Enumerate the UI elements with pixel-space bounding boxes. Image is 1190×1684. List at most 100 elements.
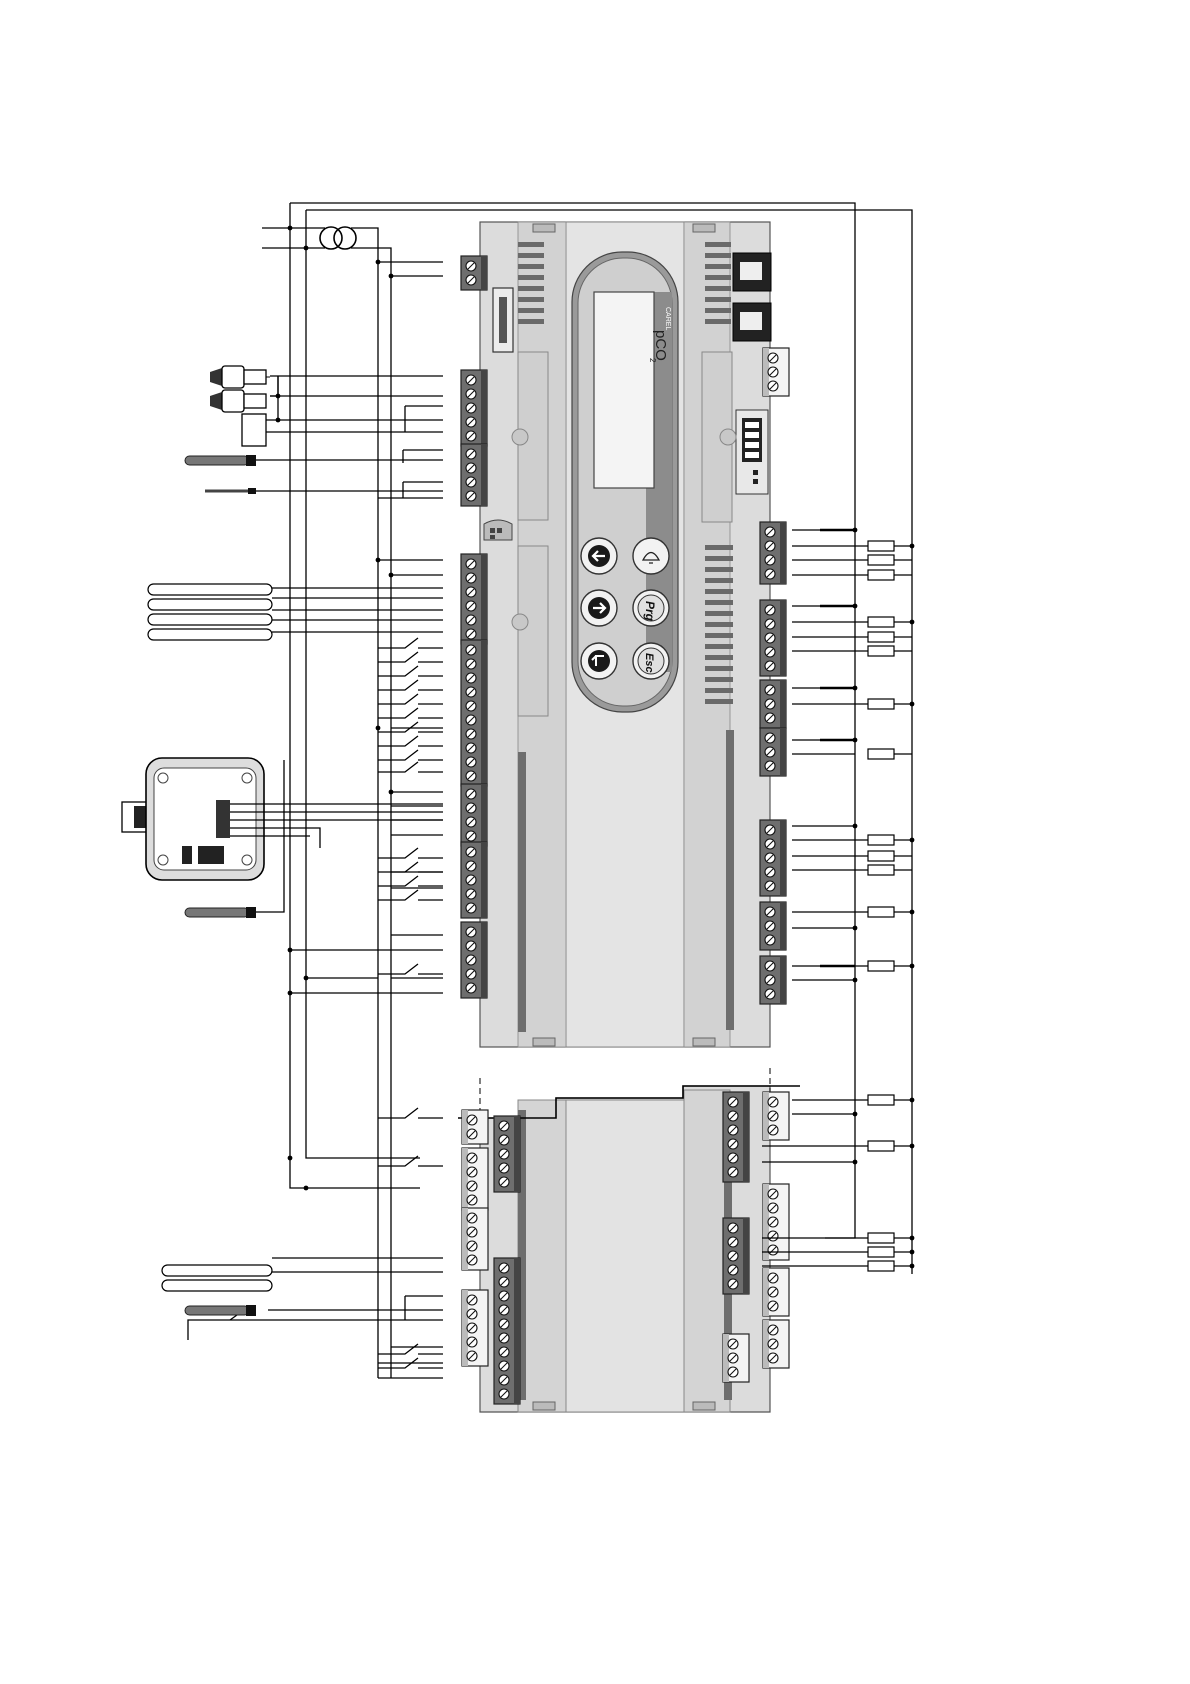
terminal-block	[763, 1092, 789, 1140]
junction-dot	[853, 926, 858, 931]
terminal-block	[723, 1092, 749, 1182]
load-resistor-icon	[868, 907, 894, 917]
junction-dot	[853, 528, 858, 533]
switch-contact-icon	[378, 694, 443, 704]
load-resistor-icon	[868, 1095, 894, 1105]
junction-dot	[910, 1250, 915, 1255]
terminal-block	[462, 1110, 488, 1144]
pressure-transducers	[210, 366, 278, 446]
switch-contact-icon	[378, 750, 443, 760]
terminal-block	[760, 956, 786, 1004]
junction-dot	[389, 573, 394, 578]
alarm-key[interactable]	[633, 538, 669, 574]
switch-contact-icon	[378, 666, 443, 676]
junction-dot	[853, 824, 858, 829]
terminal-block	[461, 444, 487, 506]
load-resistor-icon	[868, 1141, 894, 1151]
load-resistor-icon	[868, 699, 894, 709]
pressure-transducer-1-icon	[210, 366, 270, 388]
humidity-sensors	[148, 584, 272, 1291]
sensor-rod-6-icon	[162, 1280, 272, 1291]
terminal-block	[461, 370, 487, 446]
junction-dot	[288, 226, 293, 231]
terminal-block	[763, 1268, 789, 1316]
switch-contact-icon	[378, 680, 443, 690]
junction-dot	[304, 1186, 309, 1191]
junction-dot	[853, 978, 858, 983]
terminal-block	[462, 1148, 488, 1210]
terminal-block	[723, 1334, 749, 1382]
junction-dot	[853, 1160, 858, 1165]
product-superscript: 2	[648, 358, 657, 363]
junction-dot	[910, 544, 915, 549]
left-arrow-key[interactable]	[581, 538, 617, 574]
terminal-block	[461, 256, 487, 290]
dip-switch	[736, 410, 768, 494]
prg-key[interactable]: Prg	[633, 590, 669, 626]
junction-dot	[910, 1144, 915, 1149]
switch-contact-icon	[378, 862, 443, 872]
temperature-probe-1-icon	[185, 455, 256, 466]
load-resistor-icon	[868, 835, 894, 845]
lcd-display	[594, 292, 654, 488]
junction-dot	[276, 394, 281, 399]
switch-contact-icon	[378, 876, 443, 886]
load-resistor-icon	[868, 1247, 894, 1257]
terminal-block	[763, 1320, 789, 1368]
junction-dot	[853, 686, 858, 691]
esc-key[interactable]: Esc	[633, 643, 669, 679]
temperature-probe-4-icon	[185, 1305, 256, 1316]
load-resistor-icon	[868, 555, 894, 565]
prg-key-label: Prg	[643, 601, 657, 622]
load-resistor-icon	[868, 851, 894, 861]
terminal-block	[461, 784, 487, 846]
terminal-block	[461, 640, 487, 786]
junction-dot	[389, 274, 394, 279]
pressure-transducer-2-icon	[210, 390, 266, 412]
bold-output-wires	[820, 530, 855, 966]
switch-contact-icon	[378, 890, 443, 900]
switch-contact-icon	[378, 652, 443, 662]
esc-key-label: Esc	[643, 653, 655, 673]
sensor-rod-4-icon	[148, 629, 272, 640]
terminal-block	[763, 348, 789, 396]
status-led-icon	[484, 520, 512, 540]
junction-dot	[910, 620, 915, 625]
junction-dot	[304, 976, 309, 981]
terminal-block	[723, 1218, 749, 1294]
load-resistor-icon	[868, 541, 894, 551]
switch-contact-icon	[378, 736, 443, 746]
junction-dot	[853, 1112, 858, 1117]
switch-contact-icon	[378, 722, 443, 732]
sensor-rod-1-icon	[148, 584, 272, 595]
load-resistor-icon	[868, 646, 894, 656]
terminal-block	[494, 1258, 520, 1404]
terminal-block	[760, 902, 786, 950]
terminal-block	[461, 922, 487, 998]
junction-dot	[288, 948, 293, 953]
enter-key[interactable]	[581, 643, 617, 679]
terminal-block	[461, 554, 487, 644]
junction-dot	[910, 1236, 915, 1241]
terminal-block	[461, 842, 487, 918]
sensor-rod-5-icon	[162, 1265, 272, 1276]
junction-dot	[304, 246, 309, 251]
junction-dot	[910, 1264, 915, 1269]
load-resistor-icon	[868, 570, 894, 580]
terminal-block	[462, 1208, 488, 1270]
product-label: pCO	[652, 330, 669, 361]
transformer-icon	[320, 227, 356, 249]
junction-dot	[910, 910, 915, 915]
load-resistor-icon	[868, 632, 894, 642]
junction-dot	[389, 790, 394, 795]
junction-dot	[276, 418, 281, 423]
right-arrow-key[interactable]	[581, 590, 617, 626]
junction-dot	[910, 964, 915, 969]
switch-contact-icon	[378, 1108, 443, 1118]
load-resistor-icon	[868, 865, 894, 875]
terminal-block	[760, 522, 786, 584]
junction-dot	[376, 558, 381, 563]
output-loads	[868, 541, 912, 1271]
external-sensor-module	[122, 758, 443, 880]
